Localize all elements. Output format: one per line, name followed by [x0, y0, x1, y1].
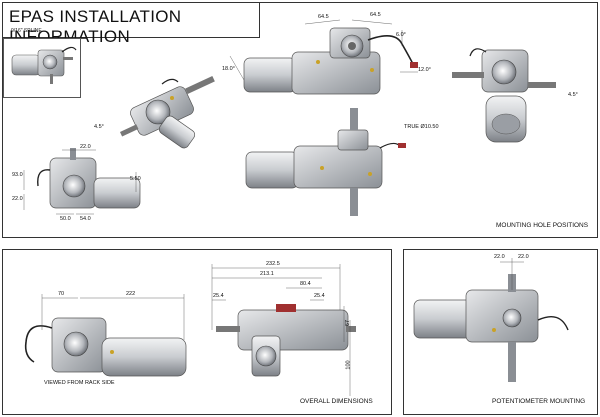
dim-iso-right-angle: 4.5° — [568, 92, 578, 98]
top-dimension-lines — [229, 19, 418, 81]
top-center-unit — [243, 27, 418, 95]
dim-front-bottom-b: 54.0 — [80, 216, 91, 222]
dim-overall-80: 80.4 — [300, 281, 311, 287]
dim-front-left-upper: 93.0 — [12, 172, 23, 178]
dim-right-angle: 6.0° — [396, 32, 406, 38]
dim-top-right-width: 64.5 — [370, 12, 381, 18]
side-dimension-lines — [41, 294, 185, 340]
dim-side-a: 70 — [58, 291, 65, 297]
dim-true-dia: TRUE Ø10.50 — [404, 124, 439, 130]
dim-front-bottom-a: 50.0 — [60, 216, 71, 222]
front-center-unit — [245, 108, 406, 216]
iso-left-unit — [119, 75, 215, 149]
iso-right-unit — [452, 48, 556, 143]
dim-overall-232: 232.5 — [266, 261, 280, 267]
dim-pot-right: 22.0 — [518, 254, 529, 260]
front-left-dimension-lines — [23, 149, 137, 215]
overall-dimension-lines — [211, 264, 351, 396]
dim-side-b: 222 — [126, 291, 136, 297]
dim-top-left-width: 64.5 — [318, 14, 329, 20]
dim-front-right: 5.50 — [130, 176, 141, 182]
dim-overall-67: 67 — [345, 319, 352, 327]
dim-left-angle: 18.0° — [222, 66, 235, 72]
pot-label: POTENTIOMETER MOUNTING — [492, 398, 586, 405]
dim-overall-25-right: 25.4 — [314, 293, 325, 299]
dim-bottom-angle: 12.0° — [418, 67, 431, 73]
dim-front-left-lower: 22.0 — [12, 196, 23, 202]
dim-overall-25-left: 25.4 — [213, 293, 224, 299]
front-left-unit — [37, 148, 141, 209]
dim-overall-213: 213.1 — [260, 271, 274, 277]
page-subtitle: 9/16" SPLINE — [11, 28, 42, 34]
potentiometer-unit — [413, 274, 569, 382]
pot-dimension-lines — [500, 258, 524, 290]
dim-iso-left-angle: 4.5° — [94, 124, 104, 130]
mounting-label: MOUNTING HOLE POSITIONS — [496, 222, 589, 229]
dim-overall-100: 100 — [345, 360, 352, 370]
overall-unit — [216, 304, 356, 377]
side-view-label: VIEWED FROM RACK SIDE — [44, 380, 115, 386]
dim-pot-left: 22.0 — [494, 254, 505, 260]
dim-front-top: 22.0 — [80, 144, 91, 150]
overall-label: OVERALL DIMENSIONS — [300, 398, 373, 405]
side-view-unit — [24, 317, 187, 377]
thumbnail-unit — [11, 46, 77, 84]
